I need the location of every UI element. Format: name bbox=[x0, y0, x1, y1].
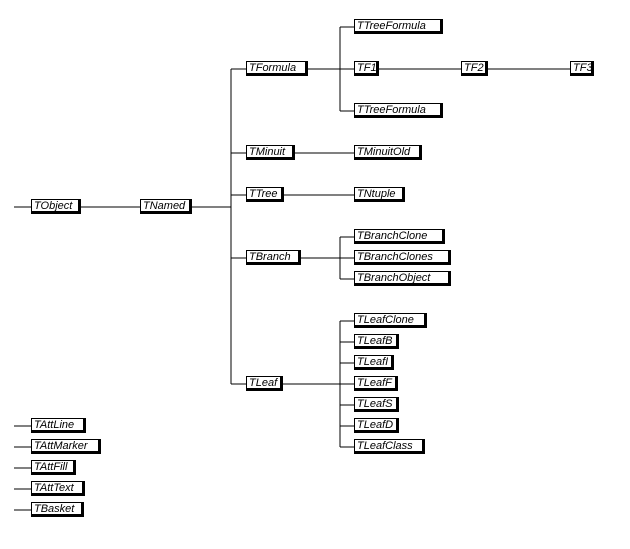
node-tleafb: TLeafB bbox=[354, 334, 399, 349]
node-ttree: TTree bbox=[246, 187, 284, 202]
node-tleafs: TLeafS bbox=[354, 397, 399, 412]
node-tntuple: TNtuple bbox=[354, 187, 405, 202]
node-tleafd: TLeafD bbox=[354, 418, 399, 433]
node-tbranchclones: TBranchClones bbox=[354, 250, 451, 265]
node-tbranchclone: TBranchClone bbox=[354, 229, 445, 244]
node-tleaf: TLeaf bbox=[246, 376, 283, 391]
node-ttreeformula-bottom: TTreeFormula bbox=[354, 103, 443, 118]
node-tf3: TF3 bbox=[570, 61, 594, 76]
node-tattline: TAttLine bbox=[31, 418, 86, 433]
node-tbranch: TBranch bbox=[246, 250, 301, 265]
node-tatttext: TAttText bbox=[31, 481, 85, 496]
node-tnamed: TNamed bbox=[140, 199, 192, 214]
node-tobject: TObject bbox=[31, 199, 81, 214]
node-tminuit: TMinuit bbox=[246, 145, 295, 160]
node-tleaff: TLeafF bbox=[354, 376, 398, 391]
node-tminuitold: TMinuitOld bbox=[354, 145, 422, 160]
node-tattfill: TAttFill bbox=[31, 460, 76, 475]
node-tattmarker: TAttMarker bbox=[31, 439, 101, 454]
node-tf2: TF2 bbox=[461, 61, 488, 76]
node-tleafclone: TLeafClone bbox=[354, 313, 427, 328]
node-tleafi: TLeafI bbox=[354, 355, 394, 370]
node-tformula: TFormula bbox=[246, 61, 308, 76]
node-tleafclass: TLeafClass bbox=[354, 439, 425, 454]
node-tf1: TF1 bbox=[354, 61, 379, 76]
node-tbasket: TBasket bbox=[31, 502, 84, 517]
node-ttreeformula-top: TTreeFormula bbox=[354, 19, 443, 34]
node-tbranchobject: TBranchObject bbox=[354, 271, 451, 286]
